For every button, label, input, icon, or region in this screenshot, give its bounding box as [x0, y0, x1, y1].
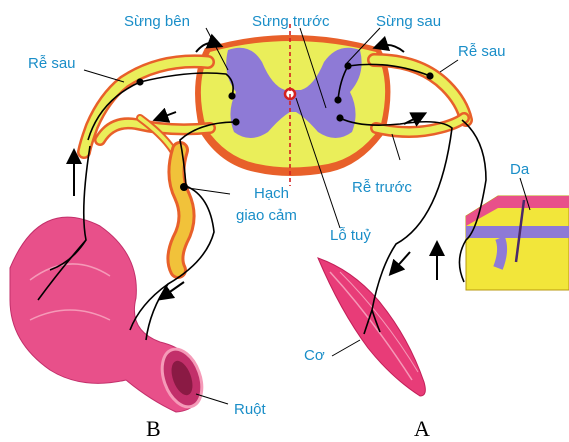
label-ganglion-line1: Hạch: [254, 185, 289, 202]
label-skin: Da: [510, 161, 530, 178]
arrow-to-muscle: [394, 252, 410, 270]
label-intestine: Ruột: [234, 401, 267, 418]
label-panel-b: B: [146, 416, 161, 441]
label-panel-a: A: [414, 416, 430, 441]
label-lateral-horn: Sừng bên: [124, 13, 190, 30]
label-anterior-horn: Sừng trước: [252, 13, 330, 30]
skin-block: [466, 196, 569, 290]
label-ganglion-line2: giao cảm: [236, 207, 297, 224]
muscle: [318, 258, 425, 396]
label-dorsal-root-left: Rễ sau: [28, 55, 76, 72]
arrow-top-right: [380, 45, 404, 52]
label-ventral-root: Rễ trước: [352, 179, 412, 196]
label-posterior-horn: Sừng sau: [376, 13, 441, 30]
arrow-left-inner: [160, 112, 176, 118]
label-central-canal: Lỗ tuỷ: [330, 227, 371, 244]
sympathetic-chain: [175, 150, 188, 270]
label-muscle: Cơ: [304, 347, 325, 364]
label-dorsal-root-right: Rễ sau: [458, 43, 506, 60]
